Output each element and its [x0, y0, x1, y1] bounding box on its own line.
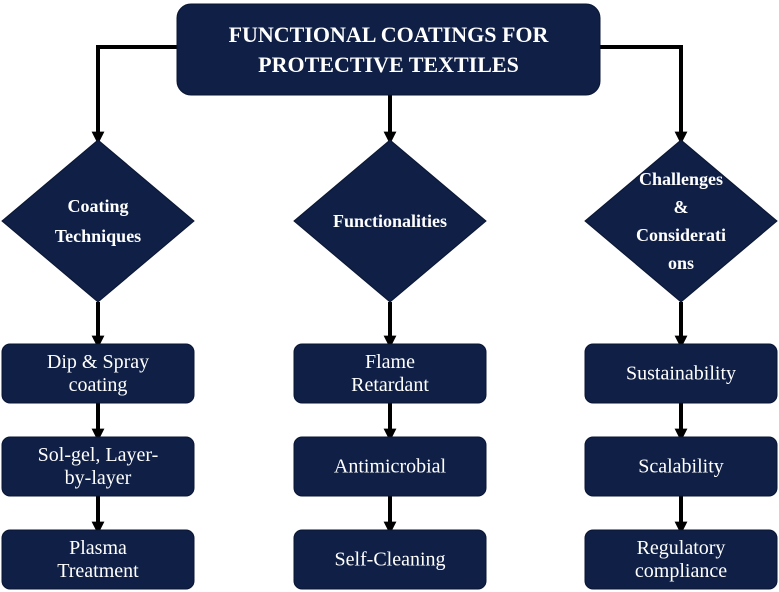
column-1-step-2-text-line: Sol-gel, Layer- — [38, 444, 159, 466]
column-2-step-3-text-line: Self-Cleaning — [334, 549, 445, 571]
column-3-step-3-box — [584, 529, 778, 590]
column-3-step-3-text-line: compliance — [635, 560, 727, 582]
column-1-step-1-text-line: Dip & Spray — [47, 351, 149, 373]
column-2-step-1-text-line: Retardant — [351, 374, 429, 396]
diamond-3-text-line: Considerati — [636, 225, 726, 245]
diamond-3-text-line: ons — [668, 253, 694, 273]
title-text-line: FUNCTIONAL COATINGS FOR — [229, 22, 550, 47]
column-3-step-2-box — [584, 436, 778, 497]
column-2-step-1-box — [293, 343, 487, 404]
column-1-step-2-box — [1, 436, 195, 497]
column-1-step-1-text-line: coating — [69, 374, 128, 396]
column-1-step-3-text-line: Plasma — [69, 537, 127, 559]
column-2-step-2-text-line: Antimicrobial — [334, 456, 447, 478]
column-3-step-2-text-line: Scalability — [638, 456, 724, 478]
column-1-step-3-box — [1, 529, 195, 590]
column-1-step-3-text-line: Treatment — [57, 560, 139, 582]
diamond-2 — [293, 139, 487, 303]
column-3-step-1-box — [584, 343, 778, 404]
column-2-step-3-box — [293, 529, 487, 590]
column-2-step-1-text-line: Flame — [365, 351, 415, 373]
column-1-step-2-text-line: by-layer — [65, 467, 132, 489]
diamond-3-text-line: Challenges — [639, 169, 723, 189]
diamond-2-text-line: Functionalities — [333, 211, 447, 231]
diamond-1-text-line: Coating — [67, 196, 128, 216]
diamond-3 — [584, 139, 778, 303]
diamond-1-text-line: Techniques — [55, 226, 141, 246]
connectors-group — [91, 45, 688, 535]
column-3-step-3-text-line: Regulatory — [637, 537, 726, 559]
diamond-3-text-line: & — [674, 197, 689, 217]
nodes-group: FUNCTIONAL COATINGS FOR PROTECTIVE TEXTIL… — [1, 3, 778, 590]
title-box — [176, 3, 601, 96]
title-text-line: PROTECTIVE TEXTILES — [258, 52, 519, 77]
diamond-1 — [1, 139, 195, 303]
column-1-step-1-box — [1, 343, 195, 404]
column-3-step-1-text-line: Sustainability — [626, 363, 736, 385]
column-2-step-2-box — [293, 436, 487, 497]
